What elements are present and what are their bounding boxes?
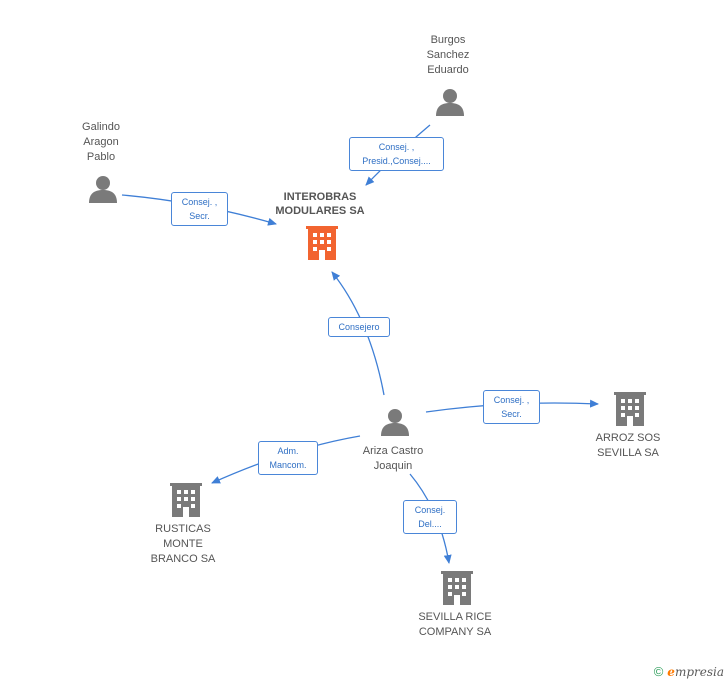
building-icon[interactable]: [306, 226, 338, 260]
copyright-icon: ©: [653, 664, 664, 679]
node-label-burgos[interactable]: Burgos Sanchez Eduardo: [426, 34, 470, 76]
person-icon[interactable]: [436, 89, 464, 116]
building-icon[interactable]: [441, 571, 473, 605]
person-icon[interactable]: [381, 409, 409, 436]
edge-label-ariza-arroz[interactable]: Consej. , Secr.: [483, 390, 540, 424]
node-label-interobras[interactable]: INTEROBRAS MODULARES SA: [275, 191, 365, 217]
empresia-logo[interactable]: empresia: [667, 665, 724, 679]
person-icon[interactable]: [89, 176, 117, 203]
footer-copyright: ©empresia: [654, 664, 724, 679]
node-label-galindo[interactable]: Galindo Aragon Pablo: [82, 121, 120, 163]
node-label-rusticas[interactable]: RUSTICAS MONTE BRANCO SA: [150, 523, 216, 565]
edge-label-burgos-main[interactable]: Consej. , Presid.,Consej....: [349, 137, 444, 171]
node-label-ariza[interactable]: Ariza Castro Joaquin: [362, 445, 424, 472]
building-icon[interactable]: [614, 392, 646, 426]
edge-label-ariza-sevilla-rice[interactable]: Consej. Del....: [403, 500, 457, 534]
edge-label-ariza-rusticas[interactable]: Adm. Mancom.: [258, 441, 318, 475]
building-icon[interactable]: [170, 483, 202, 517]
node-label-arroz[interactable]: ARROZ SOS SEVILLA SA: [595, 432, 661, 459]
edge-label-ariza-main[interactable]: Consejero: [328, 317, 390, 337]
edge-label-galindo-main[interactable]: Consej. , Secr.: [171, 192, 228, 226]
node-label-sevilla-rice[interactable]: SEVILLA RICE COMPANY SA: [418, 611, 492, 638]
